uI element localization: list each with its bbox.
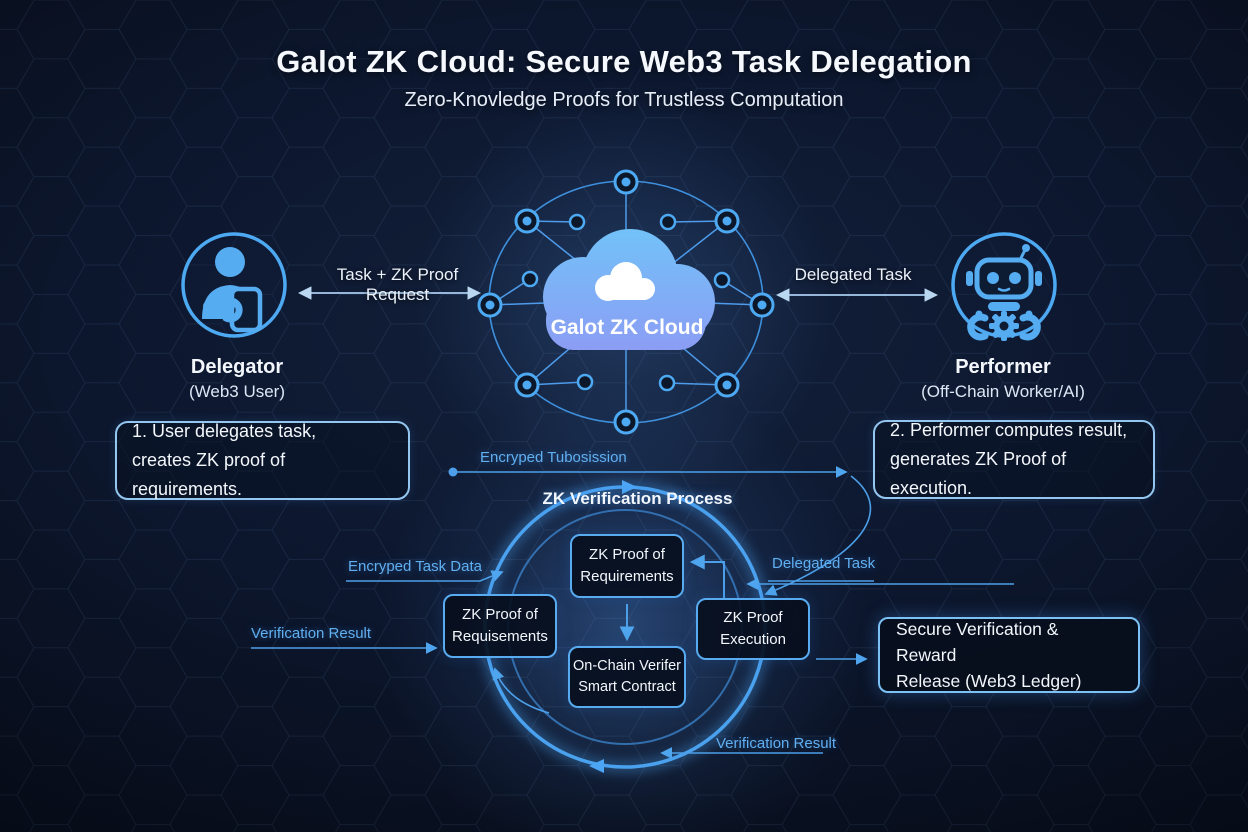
outcome-text: Secure Verification & Reward Release (We… [896,618,1082,692]
encrypted-submission-label: Encryped Tubosission [480,449,627,466]
page-subtitle: Zero-Knovledge Proofs for Trustless Comp… [404,89,844,111]
step2-text: 2. Performer computes result, generates … [890,419,1128,499]
step1-box: 1. User delegates task, creates ZK proof… [115,421,410,500]
delegator-role: (Web3 User) [188,382,286,401]
zk-proof-requisements-box: ZK Proof of Requisements [443,594,557,658]
zk-proof-requirements-box: ZK Proof of Requirements [570,534,684,598]
on-chain-verifier-text: On-Chain Verifer Smart Contract [573,657,681,695]
zk-proof-requisements-text: ZK Proof of Requisements [452,606,548,645]
zk-proof-execution-box: ZK Proof Execution [696,598,810,660]
person-icon [181,232,287,338]
delegated-task-label: Delegated Task [794,265,912,284]
step2-box: 2. Performer computes result, generates … [873,420,1155,499]
zk-proof-execution-text: ZK Proof Execution [720,609,786,648]
task-request-label: Task + ZK Proof Request [336,265,459,304]
delegated-task-right-label: Delegated Task [772,555,876,572]
on-chain-verifier-box: On-Chain Verifer Smart Contract [568,646,686,708]
verification-result-left-label: Verification Result [251,625,372,642]
encrypted-task-data-label: Encryped Task Data [348,558,482,575]
verification-result-bottom-label: Verification Result [716,735,837,752]
outcome-box: Secure Verification & Reward Release (We… [878,617,1140,693]
zk-proof-requirements-text: ZK Proof of Requirements [580,546,674,585]
step1-text: 1. User delegates task, creates ZK proof… [132,420,317,500]
gear-icon [989,311,1019,341]
process-heading: ZK Verification Process [542,489,733,508]
performer-name: Performer [955,356,1051,378]
robot-icon [951,232,1057,341]
cloud-label: Galot ZK Cloud [551,316,704,339]
page-title: Galot ZK Cloud: Secure Web3 Task Delegat… [276,44,972,79]
performer-role: (Off-Chain Worker/AI) [921,382,1085,401]
delegator-name: Delegator [190,356,284,378]
